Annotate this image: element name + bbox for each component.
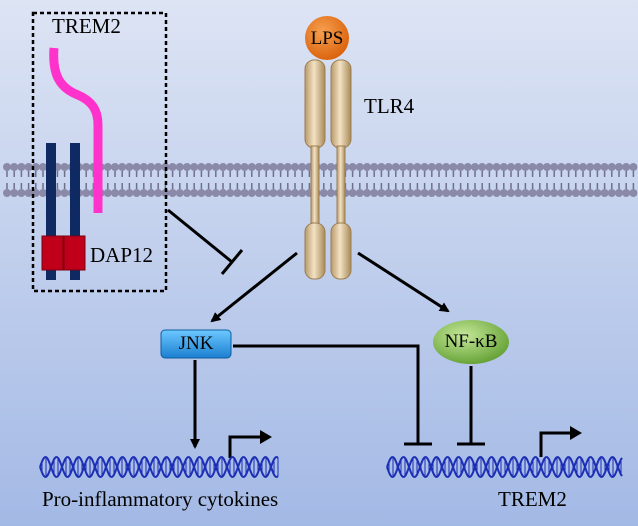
tlr4-dimer: [304, 59, 352, 280]
tlr4-label: TLR4: [364, 94, 415, 118]
dna-helix-cytokines: [39, 456, 279, 478]
lps-label: LPS: [310, 28, 344, 49]
dap12-label: DAP12: [90, 243, 154, 267]
inhibition-nfkb-to-trem2-gene: [457, 366, 485, 446]
trem2-receptor-label: TREM2: [52, 14, 121, 38]
jnk-label: JNK: [178, 333, 214, 354]
nfkb-label: NF-κB: [444, 331, 498, 352]
transcription-arrow-left: [228, 430, 272, 458]
inhibition-jnk-to-trem2-gene: [233, 344, 432, 446]
dap12-chain-right: [70, 143, 80, 280]
dna-helix-trem2: [386, 456, 623, 478]
arrow-tlr4-to-jnk: [210, 251, 298, 323]
nfkb-node: [433, 320, 509, 364]
jnk-node: [160, 329, 232, 359]
trem2-complex-box: [31, 11, 168, 293]
dap12-chain-left: [46, 143, 56, 280]
trem2-receptor-shape: [49, 47, 103, 213]
trem2-gene-label: TREM2: [498, 487, 567, 511]
arrow-tlr4-to-nfkb: [357, 251, 450, 313]
dap12-domain-left: [41, 235, 64, 271]
lps-molecule: [305, 16, 349, 60]
cytokines-gene-label: Pro-inflammatory cytokines: [42, 487, 279, 511]
dap12-domain-right: [63, 235, 86, 271]
transcription-arrow-right: [539, 426, 582, 457]
inhibition-trem2-to-pathway: [167, 208, 244, 275]
